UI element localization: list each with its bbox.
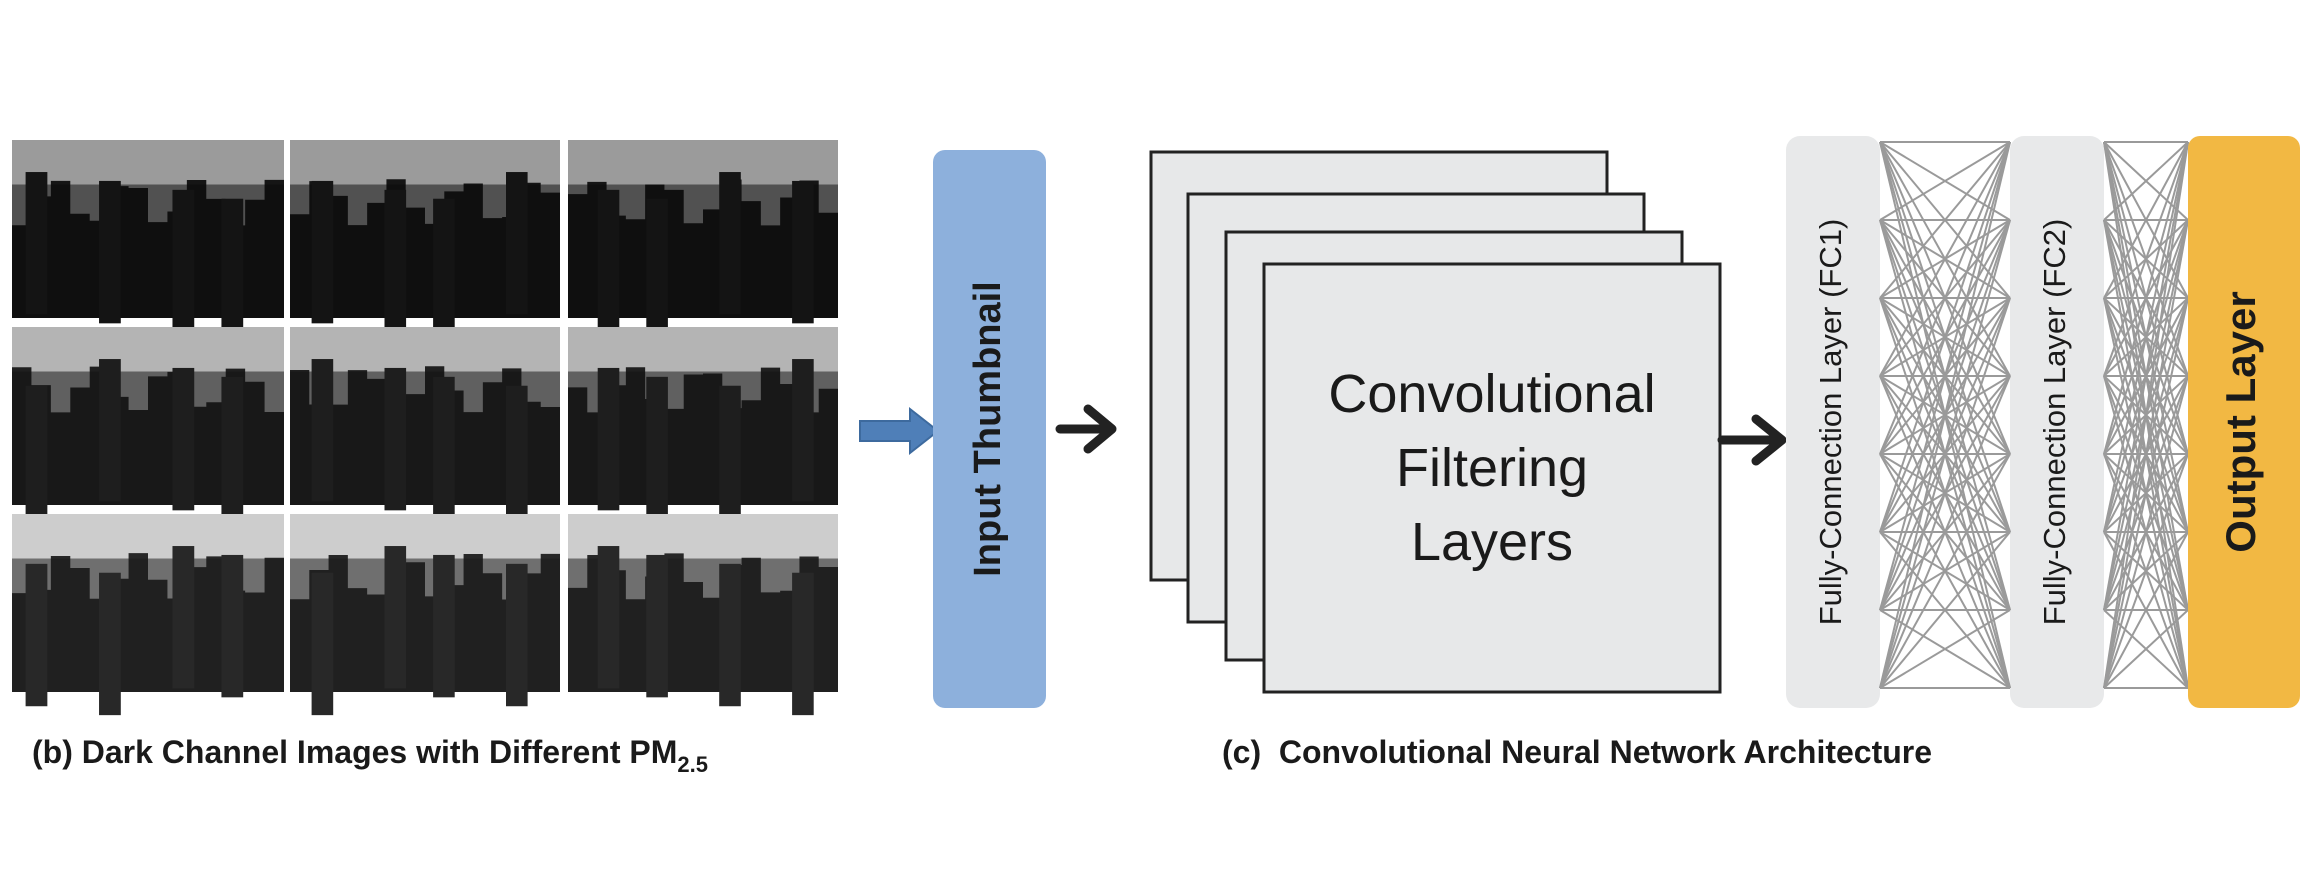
connection-line: [2103, 531, 2189, 689]
conv-label: Layers: [1411, 512, 1573, 572]
dark-channel-image: [568, 140, 838, 342]
conv-label: Convolutional: [1328, 364, 1655, 424]
connection-line: [1879, 141, 2011, 611]
conv-layer-sheet-front: [1262, 262, 1722, 694]
connection-line: [2103, 141, 2189, 221]
chevron-arrow-icon: [1717, 414, 1787, 466]
connection-line: [2103, 609, 2189, 689]
connection-line: [2103, 141, 2189, 299]
connection-line: [2103, 453, 2189, 689]
dark-channel-image: [290, 514, 560, 716]
connection-line: [2103, 375, 2189, 689]
connection-line: [2103, 141, 2189, 689]
connection-line: [1879, 141, 2011, 455]
conv-label: Filtering: [1396, 438, 1588, 498]
dark-channel-image: [568, 327, 838, 529]
dark-channel-image: [12, 327, 284, 529]
fc2-box: [2010, 136, 2104, 708]
fc2-label: Fully-Connection Layer (FC2): [2037, 219, 2072, 626]
connection-line: [1879, 141, 2011, 533]
connection-line: [2103, 141, 2189, 377]
input-thumbnail-box: [933, 150, 1046, 708]
output-layer-label: Output Layer: [2217, 291, 2264, 552]
connection-line: [2103, 141, 2189, 455]
connection-line: [2103, 141, 2189, 533]
dark-channel-image-grid: [12, 140, 838, 716]
connection-line: [2103, 141, 2189, 611]
caption-b-subscript: 2.5: [677, 752, 708, 777]
blue-arrow-icon: [859, 406, 940, 456]
connection-line: [1879, 141, 2011, 689]
connection-line: [1879, 375, 2011, 689]
dark-channel-image: [290, 327, 560, 529]
caption-c: (c) Convolutional Neural Network Archite…: [1222, 734, 1932, 770]
connection-line: [1879, 141, 2011, 221]
dark-channel-image: [12, 514, 284, 716]
connection-line: [1879, 609, 2011, 689]
fully-connected-lines: [1879, 141, 2189, 689]
connection-line: [2103, 219, 2189, 689]
connection-line: [1879, 219, 2011, 689]
connection-line: [2103, 297, 2189, 689]
connection-line: [1879, 141, 2011, 299]
fc1-label: Fully-Connection Layer (FC1): [1813, 219, 1848, 626]
connection-line: [1879, 453, 2011, 689]
fc1-box: [1786, 136, 1880, 708]
input-thumbnail-label: Input Thumbnail: [967, 281, 1009, 577]
output-layer-box: [2188, 136, 2300, 708]
caption-b: (b) Dark Channel Images with Different P…: [32, 734, 708, 777]
chevron-arrow-icon: [1055, 404, 1117, 454]
dark-channel-image: [568, 514, 838, 716]
dark-channel-image: [12, 140, 284, 342]
connection-line: [1879, 297, 2011, 689]
connection-line: [1879, 531, 2011, 689]
dark-channel-image: [290, 140, 560, 342]
connection-line: [1879, 141, 2011, 377]
